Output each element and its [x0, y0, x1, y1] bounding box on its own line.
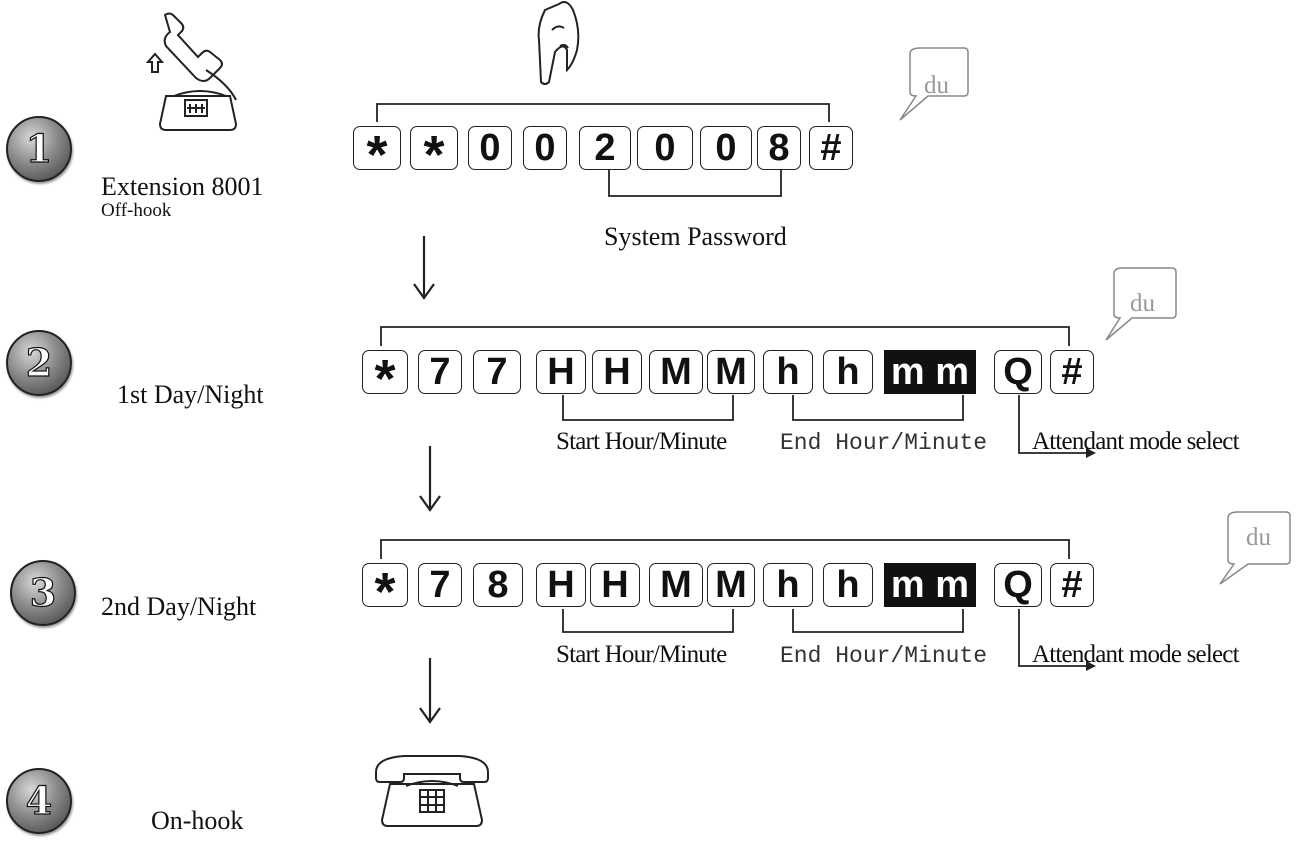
end-hour-minute-caption: End Hour/Minute: [780, 430, 988, 456]
step-4-circle: 4: [6, 768, 72, 834]
start-hour-minute-caption: Start Hour/Minute: [556, 428, 727, 455]
key-start-minute: M: [707, 350, 755, 394]
key-digit: 0: [523, 126, 567, 170]
bubble-text: du: [1246, 524, 1271, 551]
key-digit: 8: [757, 126, 801, 170]
key-end-hour: h: [823, 350, 873, 394]
key-end-hour: h: [763, 350, 813, 394]
key-digit: 0: [637, 126, 693, 170]
step-3-number: 3: [29, 570, 57, 615]
key-end-minute: m m: [884, 350, 976, 394]
phone-onhook-icon: [375, 755, 489, 827]
start-hour-minute-caption: Start Hour/Minute: [556, 641, 727, 668]
bubble-text: du: [1130, 290, 1155, 317]
step-1-circle: 1: [6, 116, 72, 182]
key-start-hour: H: [590, 563, 640, 607]
key-hash: #: [1050, 563, 1094, 607]
key-digit: 0: [468, 126, 512, 170]
key-attendant-mode: Q: [994, 350, 1042, 394]
end-hour-minute-caption: End Hour/Minute: [780, 643, 988, 669]
key-digit: 0: [700, 126, 752, 170]
key-digit: 8: [473, 563, 523, 607]
step-1-sublabel: Off-hook: [101, 200, 172, 221]
bubble-text: du: [924, 72, 949, 99]
system-password-caption: System Password: [604, 222, 787, 251]
step-4-label: On-hook: [151, 806, 244, 835]
key-start-minute: M: [649, 350, 703, 394]
key-start-hour: H: [592, 350, 642, 394]
key-end-hour: h: [763, 563, 813, 607]
down-arrow-icon: [413, 236, 441, 724]
attendant-mode-caption: Attendant mode select: [1032, 428, 1240, 455]
step-3-circle: 3: [10, 560, 76, 626]
step-2-number: 2: [25, 340, 53, 385]
key-hash: #: [809, 126, 853, 170]
key-digit: 2: [579, 126, 631, 170]
key-star: *: [362, 563, 408, 619]
step-2-circle: 2: [6, 330, 72, 396]
step-2-label: 1st Day/Night: [117, 380, 264, 409]
key-digit: 7: [418, 563, 462, 607]
key-digit: 7: [473, 350, 521, 394]
key-start-hour: H: [536, 563, 586, 607]
key-star: *: [362, 350, 408, 406]
phone-offhook-icon: [145, 12, 238, 131]
key-star: *: [353, 126, 401, 182]
step-3-label: 2nd Day/Night: [101, 592, 257, 621]
step-1-label: Extension 8001: [101, 172, 264, 201]
key-start-minute: M: [649, 563, 703, 607]
step-1-number: 1: [25, 126, 53, 171]
step-4-number: 4: [25, 778, 53, 823]
key-digit: 7: [418, 350, 462, 394]
key-star: *: [410, 126, 458, 182]
speech-bubble-icon: [899, 47, 1291, 585]
attendant-mode-caption: Attendant mode select: [1032, 641, 1240, 668]
key-start-hour: H: [536, 350, 586, 394]
key-hash: #: [1050, 350, 1094, 394]
key-end-hour: h: [823, 563, 873, 607]
key-end-minute: m m: [884, 563, 976, 607]
key-attendant-mode: Q: [994, 563, 1042, 607]
key-start-minute: M: [707, 563, 755, 607]
finger-press-icon: [537, 1, 580, 85]
